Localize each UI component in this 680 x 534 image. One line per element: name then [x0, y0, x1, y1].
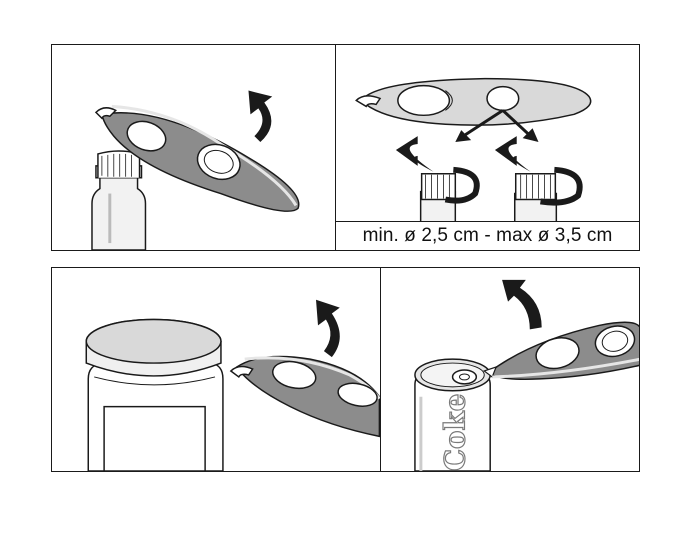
curved-arrow-icon	[248, 90, 273, 143]
pointer-arrows	[455, 109, 539, 143]
bottle	[91, 150, 147, 250]
panel-size-range: min. ø 2,5 cm - max ø 3,5 cm	[335, 44, 640, 251]
bottle-opener-tool	[229, 355, 380, 438]
open-bottle-illustration	[91, 90, 300, 250]
bottle-large	[494, 136, 583, 225]
can-label: Coke	[438, 394, 471, 471]
curved-arrow-icon	[502, 279, 542, 330]
jar	[85, 318, 224, 471]
can	[414, 358, 491, 471]
open-can-illustration: Coke	[414, 279, 639, 471]
open-jar-illustration	[85, 299, 380, 471]
size-range-caption: min. ø 2,5 cm - max ø 3,5 cm	[336, 221, 639, 250]
bottle-opener-tool	[94, 104, 300, 212]
size-range-illustration	[355, 77, 592, 225]
curved-arrow-icon	[316, 299, 340, 358]
panel-open-bottle	[51, 44, 336, 251]
bottle-opener-tool	[355, 77, 592, 126]
panel-open-can-tab: Coke	[380, 267, 640, 472]
bottle-small	[395, 136, 480, 225]
panel-open-jar-lid	[51, 267, 381, 472]
bottle-opener-tool	[482, 321, 639, 381]
